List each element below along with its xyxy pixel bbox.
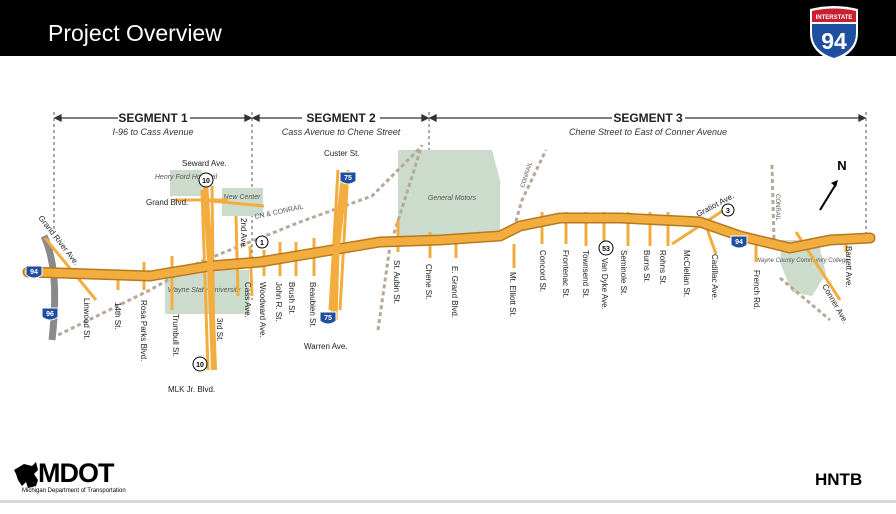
i96-freeway (40, 234, 59, 341)
segment-1-desc: I-96 to Cass Avenue (112, 127, 193, 137)
wccc-label: Wayne County Community College (755, 258, 849, 264)
henry-ford-area (170, 170, 202, 196)
route-shield-i96-icon: 96 (41, 307, 59, 321)
green-areas (165, 150, 826, 314)
street-custer: Custer St. (324, 149, 360, 158)
route-shield-m3-icon: 3 (721, 203, 735, 217)
svg-text:10: 10 (196, 362, 204, 369)
svg-text:1: 1 (260, 240, 264, 247)
street-french: French Rd. (752, 270, 761, 310)
street-frontenac: Frontenac St. (561, 250, 570, 298)
conrail-label-1: CONRAIL (520, 161, 534, 189)
svg-text:94: 94 (30, 269, 38, 276)
footer-divider (0, 500, 896, 503)
street-van-dyke: Van Dyke Ave. (600, 258, 609, 310)
street-seminole: Seminole St. (619, 250, 628, 295)
general-motors-area (398, 150, 500, 236)
conrail-label-2: CONRAIL (774, 194, 780, 221)
route-shield-i75-south-icon: 75 (319, 311, 337, 325)
route-shield-m53-icon: 53 (598, 240, 614, 256)
street-st-aubin: St. Aubin St. (392, 260, 401, 304)
street-trumbull: Trumbull St. (171, 314, 180, 357)
hntb-logo: HNTB (815, 470, 863, 489)
route-shield-i94-west-icon: 94 (25, 265, 43, 279)
north-arrow-icon: N (819, 158, 847, 211)
street-rohns: Rohns St. (658, 250, 667, 285)
route-shield-i94-east-icon: 94 (730, 235, 748, 249)
route-shield-m10-south-icon: 10 (192, 356, 208, 372)
street-chene: Chene St. (424, 264, 433, 300)
new-center-label: New Center (224, 194, 262, 201)
segment-1-label: SEGMENT 1 (118, 111, 188, 125)
street-3rd: 3rd St. (215, 318, 224, 342)
mdot-subtitle: Michigan Department of Transportation (22, 488, 126, 494)
svg-text:53: 53 (602, 246, 610, 253)
general-motors-label: General Motors (428, 195, 477, 202)
street-beaubien: Beaubien St. (308, 282, 317, 328)
street-mlk: MLK Jr. Blvd. (168, 385, 215, 394)
street-2nd: 2nd Ave. (239, 218, 248, 249)
segment-3-desc: Chene Street to East of Conner Avenue (569, 127, 727, 137)
segment-2-desc: Cass Avenue to Chene Street (282, 127, 401, 137)
street-concord: Concord St. (538, 250, 547, 292)
i94-freeway (24, 214, 874, 281)
street-woodward: Woodward Ave. (258, 282, 267, 338)
svg-text:94: 94 (735, 239, 743, 246)
street-cass: Cass Ave. (243, 282, 252, 318)
shield-banner: INTERSTATE (816, 15, 853, 21)
north-label: N (837, 158, 846, 173)
street-seward: Seward Ave. (182, 159, 227, 168)
route-shield-m1-icon: 1 (255, 235, 269, 249)
street-brush: Brush St. (287, 282, 296, 315)
m10-lodge-freeway (202, 179, 217, 371)
street-rosa-parks: Rosa Parks Blvd. (139, 300, 148, 361)
street-linwood: Linwood St. (82, 298, 91, 340)
shield-number: 94 (821, 28, 847, 54)
street-mcclellan: McClellan St. (682, 250, 691, 297)
segment-3-label: SEGMENT 3 (613, 111, 683, 125)
street-warren: Warren Ave. (304, 342, 348, 351)
header-bar (0, 0, 896, 56)
svg-text:3: 3 (726, 208, 730, 215)
street-e-grand: E. Grand Blvd. (450, 266, 459, 318)
interstate-94-shield-icon: INTERSTATE 94 (810, 6, 858, 61)
svg-text:75: 75 (344, 175, 352, 182)
street-cadillac: Cadillac Ave. (710, 254, 719, 300)
michigan-mitten-icon (14, 462, 38, 488)
mdot-logo: MDOT (38, 458, 114, 488)
svg-text:75: 75 (324, 315, 332, 322)
henry-ford-label: Henry Ford Hospital (155, 174, 218, 181)
street-conner: Conner Ave. (820, 283, 850, 326)
segment-2-label: SEGMENT 2 (306, 111, 376, 125)
i75-freeway (330, 179, 348, 321)
project-map: SEGMENT 1 I-96 to Cass Avenue SEGMENT 2 … (22, 111, 876, 394)
page-title: Project Overview (48, 20, 222, 46)
street-john-r: John R. St. (274, 282, 283, 322)
wccc-area (780, 240, 826, 296)
street-barrett: Barrett Ave. (844, 246, 853, 288)
street-townsend: Townsend St. (581, 250, 590, 298)
svg-text:96: 96 (46, 311, 54, 318)
street-mt-elliott: Mt. Elliott St. (508, 272, 517, 317)
segment-arrows (53, 113, 867, 123)
street-burns: Burns St. (642, 250, 651, 283)
street-grand-blvd: Grand Blvd. (146, 198, 188, 207)
street-14th: 14th St. (113, 302, 122, 330)
route-shield-i75-north-icon: 75 (339, 171, 357, 185)
route-shield-m10-north-icon: 10 (198, 172, 214, 188)
svg-text:10: 10 (202, 178, 210, 185)
